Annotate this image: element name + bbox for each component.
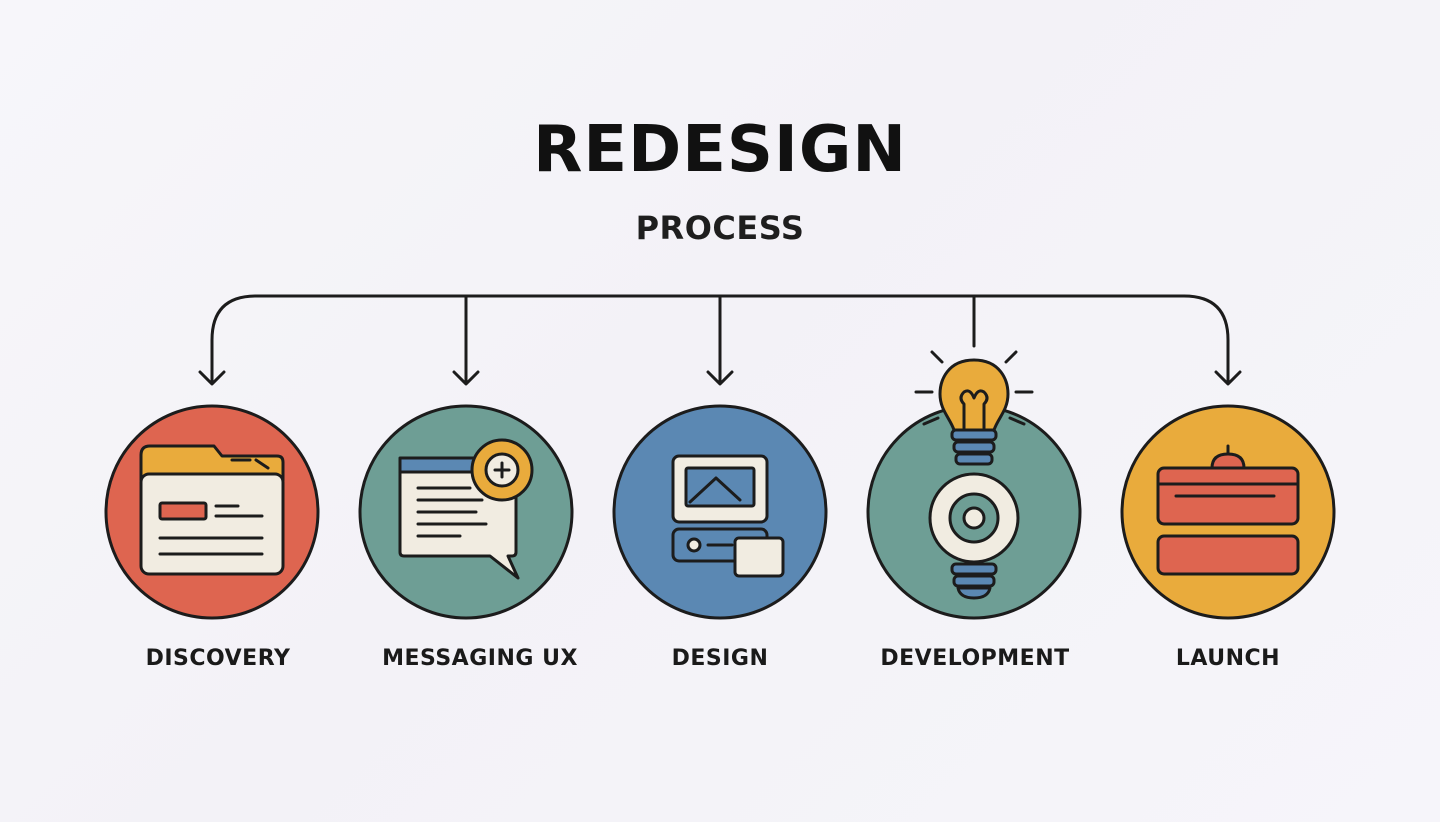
arrowhead-messaging <box>452 370 480 386</box>
monitor-layout-icon <box>671 454 785 578</box>
lightbulb-gear-icon <box>914 350 1034 600</box>
diagram-subtitle: PROCESS <box>635 209 805 247</box>
arrowhead-launch <box>1214 370 1242 386</box>
step-discovery <box>104 404 320 620</box>
step-label-development: DEVELOPMENT <box>880 646 1070 671</box>
step-launch <box>1120 404 1336 620</box>
diagram-title: REDESIGN <box>533 113 907 187</box>
chat-message-icon <box>398 438 534 580</box>
browser-window-icon <box>139 444 285 576</box>
step-design <box>612 404 828 620</box>
arrowhead-discovery <box>198 370 226 386</box>
step-label-messaging-ux: MESSAGING UX <box>382 646 578 671</box>
arrowhead-design <box>706 370 734 386</box>
step-messaging-ux <box>358 404 574 620</box>
connector-lines <box>198 294 1242 386</box>
step-label-discovery: DISCOVERY <box>145 646 291 671</box>
step-development <box>866 350 1082 620</box>
stacked-blocks-icon <box>1156 444 1300 576</box>
step-label-design: DESIGN <box>671 646 769 671</box>
step-label-launch: LAUNCH <box>1175 646 1281 671</box>
